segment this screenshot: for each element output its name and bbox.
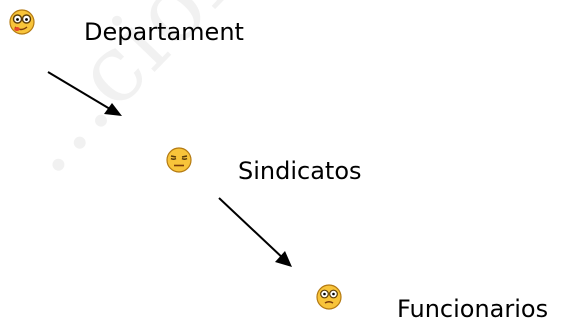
- nerd-face-icon: [9, 9, 35, 35]
- node-label-sindicatos: Sindicatos: [238, 157, 362, 185]
- flushed-face-icon: [316, 284, 342, 310]
- node-label-funcionarios: Funcionarios: [397, 295, 549, 323]
- node-label-departament: Departament: [84, 18, 244, 46]
- arrow-sindicatos-to-funcionarios: [218, 197, 292, 267]
- arrow-departament-to-sindicatos: [47, 71, 122, 116]
- unamused-face-icon: [166, 147, 192, 173]
